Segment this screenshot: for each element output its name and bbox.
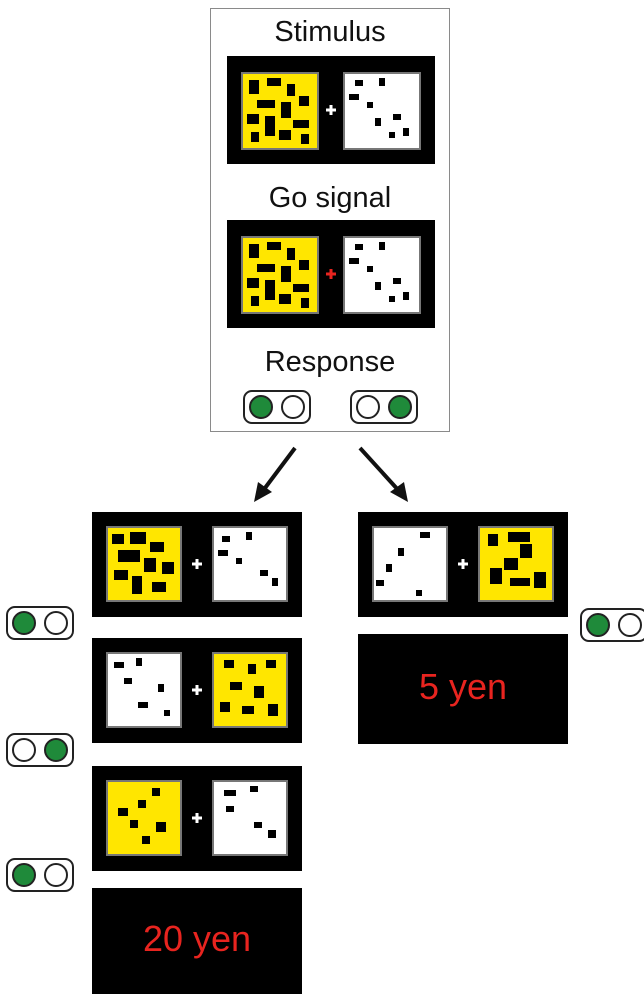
reward-text-20-yen: 20 yen: [142, 918, 252, 959]
response-label: Response: [264, 346, 396, 378]
choice-right-button-icon: [6, 733, 74, 767]
left-branch-screen-2: [92, 638, 302, 743]
fixation-cross: [326, 105, 336, 115]
choice-left-button-icon: [6, 858, 74, 892]
branch-arrows-icon: [254, 446, 408, 502]
reward-screen-right: 5 yen: [358, 634, 568, 744]
response-left-button-icon: [243, 390, 311, 424]
noise-pattern-icon: [247, 78, 309, 144]
reward-screen-left: 20 yen: [92, 888, 302, 994]
left-branch-screen-3: [92, 766, 302, 871]
choice-left-button-icon: [580, 608, 644, 642]
stimulus-screen: [227, 56, 435, 164]
response-right-button-icon: [350, 390, 418, 424]
go-signal-label: Go signal: [268, 182, 392, 214]
yellow-noise-square: [241, 72, 319, 150]
go-signal-screen: [227, 220, 435, 328]
left-branch-screen-1: [92, 512, 302, 617]
white-noise-square: [343, 236, 421, 314]
go-cue-cross: [326, 269, 336, 279]
choice-left-button-icon: [6, 606, 74, 640]
stimulus-label: Stimulus: [274, 16, 386, 48]
reward-text-5-yen: 5 yen: [418, 666, 508, 707]
white-noise-square: [343, 72, 421, 150]
yellow-noise-square: [241, 236, 319, 314]
right-branch-screen-1: [358, 512, 568, 617]
